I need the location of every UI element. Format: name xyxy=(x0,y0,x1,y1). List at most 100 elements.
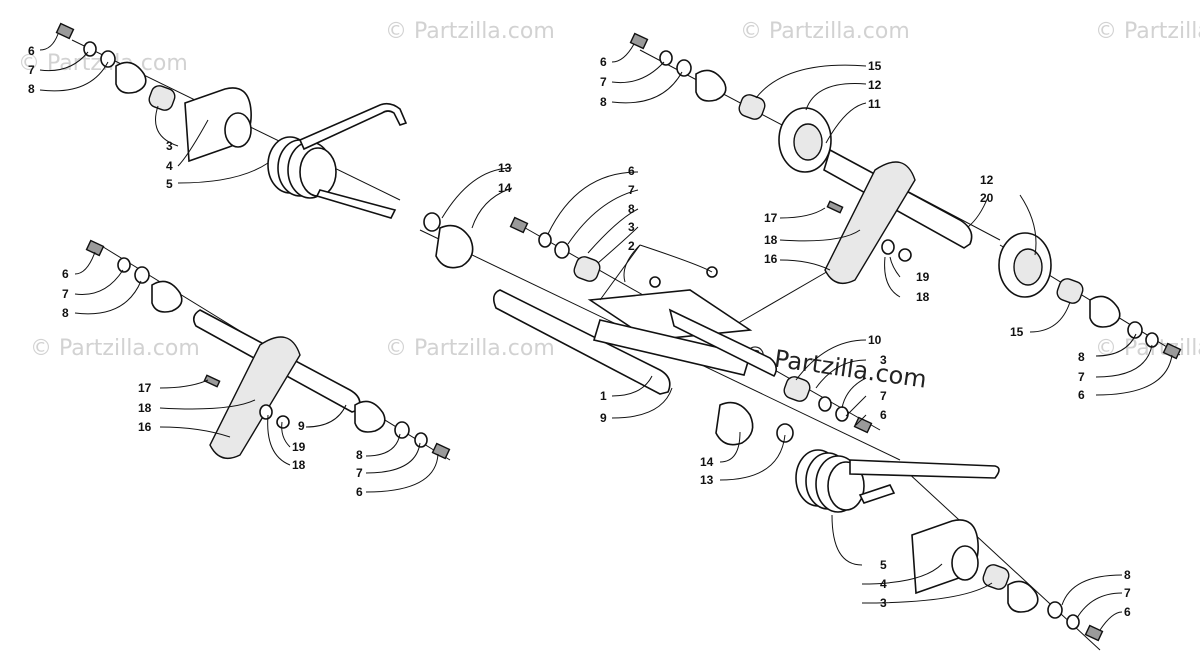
plate-14 xyxy=(435,224,474,269)
flat-washer-plate-lower xyxy=(1007,580,1039,613)
label-18: 18 xyxy=(138,401,152,415)
label-18: 18 xyxy=(916,290,930,304)
spring-assembly-top-left xyxy=(55,22,408,219)
label-14: 14 xyxy=(700,455,714,469)
label-8: 8 xyxy=(628,202,635,216)
flat-washer-plate xyxy=(695,69,727,102)
label-18: 18 xyxy=(292,458,306,472)
label-6: 6 xyxy=(62,267,69,281)
lock-washer-7 xyxy=(659,50,673,66)
label-8: 8 xyxy=(1124,568,1131,582)
grease-fitting-2 xyxy=(649,276,661,288)
leader-lines xyxy=(39,33,1173,631)
callout-labels: 6 7 8 3 4 5 6 7 8 15 12 11 12 20 1 7 18 1… xyxy=(28,44,1131,619)
bushing-3-right xyxy=(783,376,811,402)
watermark-top-center: © Partzilla.com xyxy=(385,19,555,44)
nut-19 xyxy=(898,248,912,262)
lock-washer-7-right xyxy=(414,432,428,448)
watermark-mid-center: © Partzilla.com xyxy=(385,336,555,361)
label-6: 6 xyxy=(1124,605,1131,619)
label-19: 19 xyxy=(916,270,930,284)
label-6: 6 xyxy=(28,44,35,58)
swing-arm-shaft-10 xyxy=(668,308,778,378)
label-20: 20 xyxy=(980,191,994,205)
label-12: 12 xyxy=(868,78,882,92)
label-13: 13 xyxy=(498,161,512,175)
label-8: 8 xyxy=(62,306,69,320)
label-4: 4 xyxy=(166,159,173,173)
washer-8-right xyxy=(394,421,410,439)
washer-18 xyxy=(881,239,895,255)
bolt-6-center xyxy=(509,216,529,234)
sleeve-4-end xyxy=(224,112,252,148)
swing-arm-crossbar xyxy=(592,319,752,376)
watermark-top-right: © Partzilla.com xyxy=(740,19,910,44)
label-6: 6 xyxy=(1078,388,1085,402)
nut-19 xyxy=(276,415,290,429)
label-5: 5 xyxy=(880,558,887,572)
lock-washer-7-right xyxy=(835,406,849,422)
label-9: 9 xyxy=(600,411,607,425)
label-7: 7 xyxy=(62,287,69,301)
label-4: 4 xyxy=(880,577,887,591)
flat-washer-plate xyxy=(115,61,147,94)
label-7: 7 xyxy=(1124,586,1131,600)
bolt-6 xyxy=(85,239,105,257)
bolt-17 xyxy=(826,200,844,214)
label-11: 11 xyxy=(868,97,881,111)
bolt-6 xyxy=(629,32,649,50)
label-7: 7 xyxy=(880,389,887,403)
label-8: 8 xyxy=(356,448,363,462)
label-7: 7 xyxy=(600,75,607,89)
label-7: 7 xyxy=(28,63,35,77)
bolt-6-right xyxy=(431,442,451,460)
label-3: 3 xyxy=(880,596,887,610)
bushing-15-lower xyxy=(1056,278,1084,304)
label-6: 6 xyxy=(628,164,635,178)
washer-8 xyxy=(100,50,116,68)
label-8: 8 xyxy=(28,82,35,96)
plate-14-lower xyxy=(715,401,754,446)
washer-18 xyxy=(259,404,273,420)
label-16: 16 xyxy=(138,420,152,434)
label-7: 7 xyxy=(356,466,363,480)
bushing-15 xyxy=(738,94,766,120)
label-19: 19 xyxy=(292,440,306,454)
washer-8-right xyxy=(818,396,832,412)
label-13: 13 xyxy=(700,473,714,487)
washer-8-center xyxy=(554,241,570,259)
bolt-6-right xyxy=(853,416,873,434)
idler-wheel-hub xyxy=(793,123,823,161)
label-10: 10 xyxy=(868,333,882,347)
label-8: 8 xyxy=(1078,350,1085,364)
idler-arm-16 xyxy=(824,161,916,284)
torsion-spring-5 xyxy=(267,102,408,219)
lock-washer-7 xyxy=(117,257,131,273)
flat-washer-plate-lower xyxy=(1089,295,1121,328)
flat-washer-plate xyxy=(151,280,183,313)
bushing-3-center xyxy=(573,256,601,282)
label-3: 3 xyxy=(880,353,887,367)
lock-washer-7-lower xyxy=(1145,332,1159,348)
idler-wheel-hub-lower xyxy=(1013,248,1043,286)
label-1: 1 xyxy=(600,389,607,403)
sleeve-4-lower-end xyxy=(951,545,979,581)
label-12: 12 xyxy=(980,173,994,187)
label-2: 2 xyxy=(628,239,635,253)
label-6: 6 xyxy=(880,408,887,422)
watermark-top-far-right: © Partzilla.com xyxy=(1095,19,1200,44)
label-15: 15 xyxy=(1010,325,1024,339)
label-18: 18 xyxy=(764,233,778,247)
label-6: 6 xyxy=(600,55,607,69)
label-3: 3 xyxy=(166,139,173,153)
bushing-3-lower xyxy=(982,564,1010,590)
label-9: 9 xyxy=(298,419,305,433)
bushing-3 xyxy=(148,85,176,111)
watermark-mid-left: © Partzilla.com xyxy=(30,336,200,361)
label-14: 14 xyxy=(498,181,512,195)
washer-8 xyxy=(676,59,692,77)
label-7: 7 xyxy=(1078,370,1085,384)
label-6: 6 xyxy=(356,485,363,499)
washer-8-lower xyxy=(1047,601,1063,619)
idler-arm-assembly-left xyxy=(85,239,451,460)
